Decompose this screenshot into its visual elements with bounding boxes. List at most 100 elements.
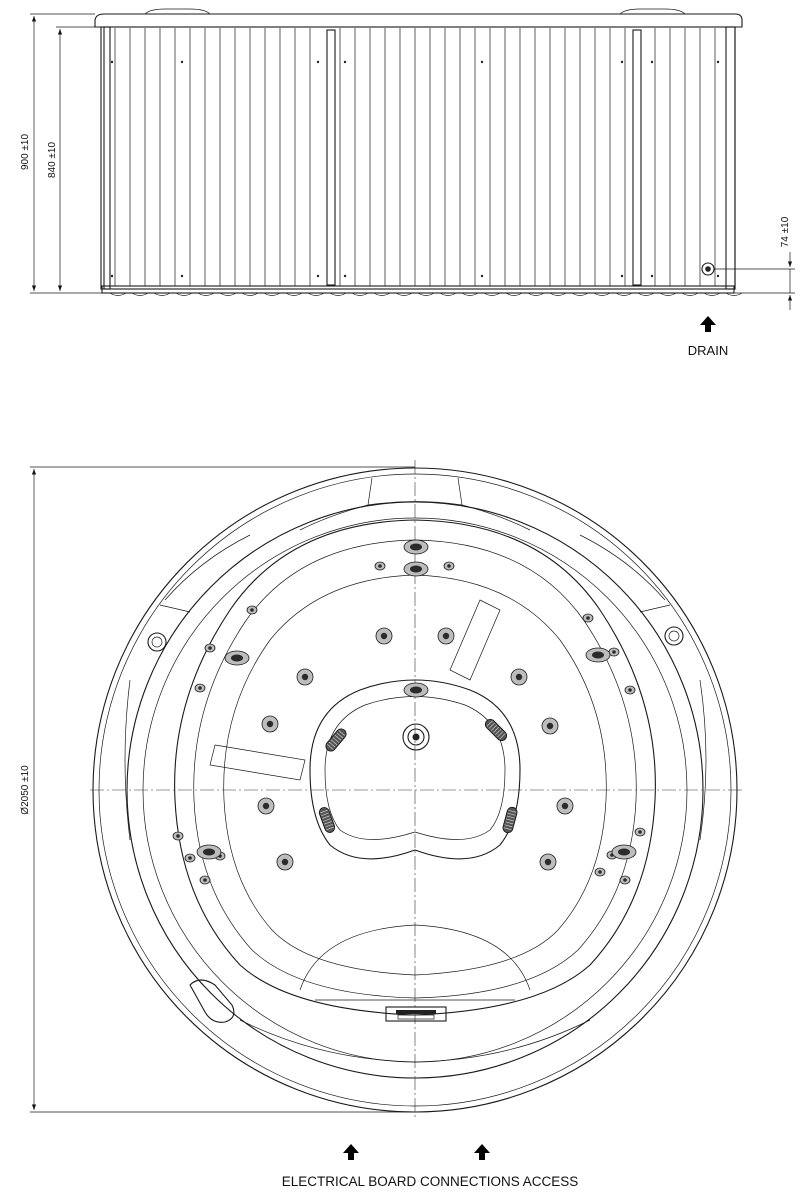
base-foot <box>197 292 215 296</box>
jet-icon <box>541 717 559 735</box>
small-jet-icon <box>443 561 455 571</box>
small-jet-icon <box>582 613 594 623</box>
base-foot <box>373 292 391 296</box>
drain-height-dimension: 74 ±10 <box>734 216 795 310</box>
base-foot <box>219 292 237 296</box>
base-foot <box>109 292 127 296</box>
small-jet-icon <box>199 875 211 885</box>
base-foot <box>681 292 699 296</box>
base-foot <box>175 292 193 296</box>
base-foot <box>461 292 479 296</box>
pillow-jet-icon <box>502 806 518 834</box>
large-jet-icon <box>403 561 429 577</box>
drain-arrow-icon <box>700 316 716 332</box>
fastener-dot <box>316 60 320 64</box>
base-foot <box>703 292 721 296</box>
small-jet-icon <box>624 685 636 695</box>
small-jet-icon <box>619 875 631 885</box>
base-foot <box>241 292 259 296</box>
small-jet-icon <box>194 683 206 693</box>
base-foot <box>351 292 369 296</box>
overall-height-dimension: 900 ±10 <box>20 13 102 294</box>
base-foot <box>395 292 413 296</box>
base-foot <box>483 292 501 296</box>
base-foot <box>285 292 303 296</box>
jets <box>172 539 646 885</box>
electrical-access-label: ELECTRICAL BOARD CONNECTIONS ACCESS <box>282 1174 579 1189</box>
fastener-dot <box>716 274 720 278</box>
overall-height-label: 900 ±10 <box>20 134 31 171</box>
electrical-access-arrow-right-icon <box>474 1144 490 1160</box>
small-jet-icon <box>608 647 620 657</box>
base-foot <box>527 292 545 296</box>
jet-icon <box>437 627 455 645</box>
electrical-access-arrow-left-icon <box>343 1144 359 1160</box>
fastener-dot <box>650 274 654 278</box>
diameter-dimension: Ø2050 ±10 <box>20 466 415 1113</box>
large-jet-icon <box>224 650 250 666</box>
fastener-dot <box>620 274 624 278</box>
base-foot <box>549 292 567 296</box>
jet-icon <box>296 668 314 686</box>
base-feet <box>109 292 743 296</box>
small-jet-icon <box>246 605 258 615</box>
cabinet-body <box>103 26 736 290</box>
base-foot <box>153 292 171 296</box>
drain-height-label: 74 ±10 <box>780 216 791 247</box>
fastener-dot <box>480 60 484 64</box>
body-height-dimension: 840 ±10 <box>47 26 104 291</box>
fastener-dot <box>343 60 347 64</box>
cup-holder-left-icon <box>147 632 167 652</box>
base-foot <box>263 292 281 296</box>
pillow-jet-icon <box>325 728 347 752</box>
base-foot <box>725 292 743 296</box>
footwell <box>309 679 521 860</box>
floor-drain-icon <box>402 723 430 751</box>
small-jet-icon <box>594 867 606 877</box>
grab-handle-icon <box>189 979 235 1023</box>
small-jet-icon <box>374 561 386 571</box>
tub-rim <box>94 13 743 28</box>
small-jet-icon <box>172 831 184 841</box>
small-jet-icon <box>204 643 216 653</box>
base-foot <box>505 292 523 296</box>
jet-icon <box>510 668 528 686</box>
base-foot <box>615 292 633 296</box>
jet-icon <box>261 715 279 733</box>
pillow-jet-icon <box>484 718 508 742</box>
base-foot <box>637 292 655 296</box>
diameter-label: Ø2050 ±10 <box>20 765 31 815</box>
fastener-dot <box>650 60 654 64</box>
base-foot <box>439 292 457 296</box>
large-jet-icon <box>403 682 429 698</box>
base-foot <box>131 292 149 296</box>
large-jet-icon <box>196 844 222 860</box>
fastener-dot <box>480 274 484 278</box>
base-foot <box>593 292 611 296</box>
base-foot <box>307 292 325 296</box>
fastener-dot <box>110 60 114 64</box>
fastener-dot <box>343 274 347 278</box>
base-foot <box>417 292 435 296</box>
jet-icon <box>375 627 393 645</box>
plan-view: Ø2050 ±10 <box>20 460 745 1189</box>
drain-label: DRAIN <box>688 343 728 358</box>
base-foot <box>659 292 677 296</box>
jet-icon <box>539 853 557 871</box>
pillow-jet-icon <box>318 807 336 833</box>
fastener-dot <box>716 60 720 64</box>
fastener-dot <box>180 60 184 64</box>
fastener-dot <box>316 274 320 278</box>
jet-icon <box>257 797 275 815</box>
jet-icon <box>276 853 294 871</box>
cabinet-slats <box>110 28 720 286</box>
drain-fitting <box>701 262 795 276</box>
base-foot <box>571 292 589 296</box>
cup-holder-right-icon <box>664 626 684 646</box>
body-height-label: 840 ±10 <box>47 142 58 179</box>
large-jet-icon <box>611 844 637 860</box>
large-jet-icon <box>403 539 429 555</box>
fastener-dot <box>620 60 624 64</box>
large-jet-icon <box>585 647 611 663</box>
